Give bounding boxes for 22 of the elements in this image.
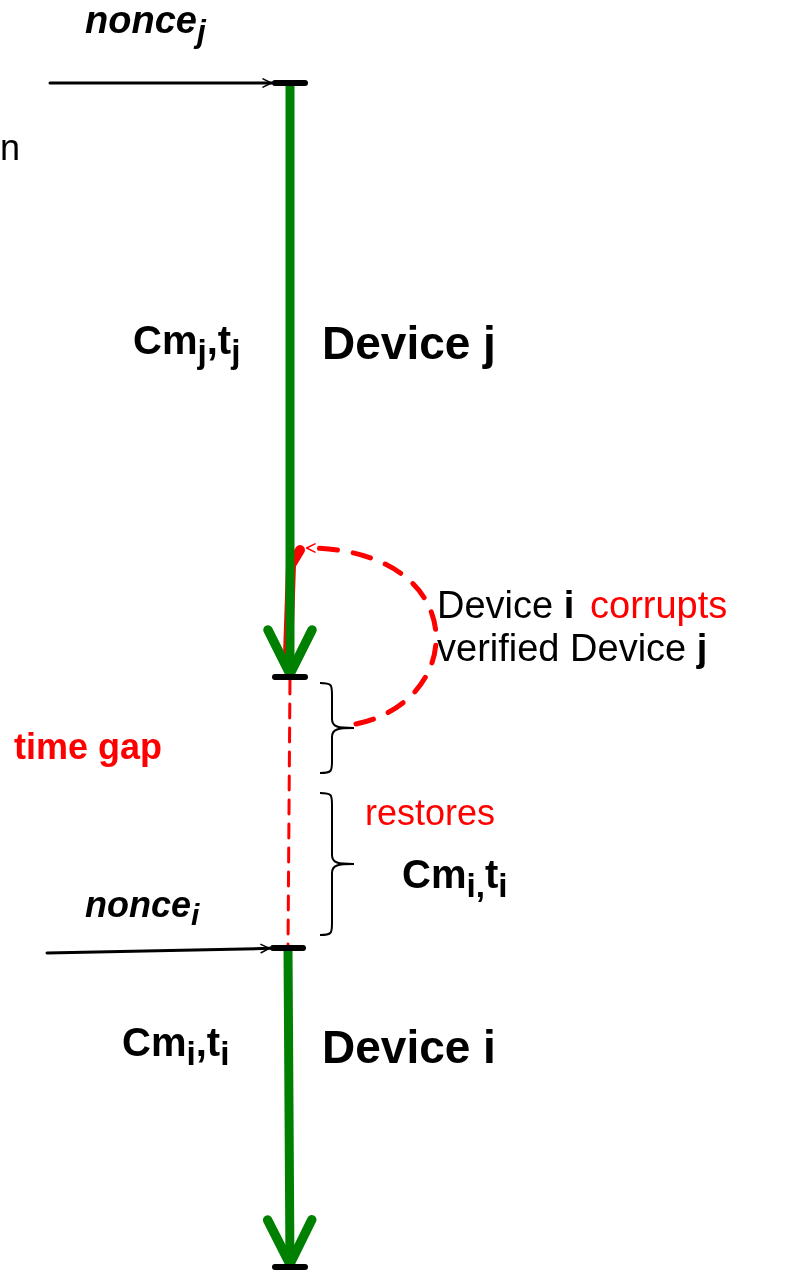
dashed-line	[286, 678, 292, 947]
annotation-text: restores	[365, 793, 496, 833]
lifeline-label: Device i	[322, 1022, 496, 1073]
state-label: Cm$_{j}$,t$_{j}$	[133, 318, 241, 371]
state-label: Cm$_{i}$,t$_{i}$	[122, 1020, 230, 1073]
tick-mark	[272, 80, 308, 86]
arrow-label: nonce$_{j}$	[85, 0, 206, 49]
curly-brace	[318, 681, 356, 775]
lifeline-label: Device j	[322, 318, 496, 369]
gap-label: time gap	[14, 727, 163, 767]
cut-off-text: n	[0, 128, 21, 168]
arrow-label: nonce$_{i}$	[85, 885, 200, 932]
annotation-text: corrupts	[590, 585, 728, 627]
tick-mark	[272, 674, 308, 680]
state-label: Cm$_{i,}$t$_{i}$	[402, 852, 508, 905]
annotation-text: verified Device j	[437, 628, 708, 670]
annotation-text: Device i	[437, 585, 575, 627]
arrow	[48, 78, 274, 88]
tick-mark	[272, 1264, 308, 1270]
arrow	[45, 943, 272, 955]
dashed-curved-arrow	[303, 543, 438, 727]
tick-mark	[270, 945, 306, 951]
